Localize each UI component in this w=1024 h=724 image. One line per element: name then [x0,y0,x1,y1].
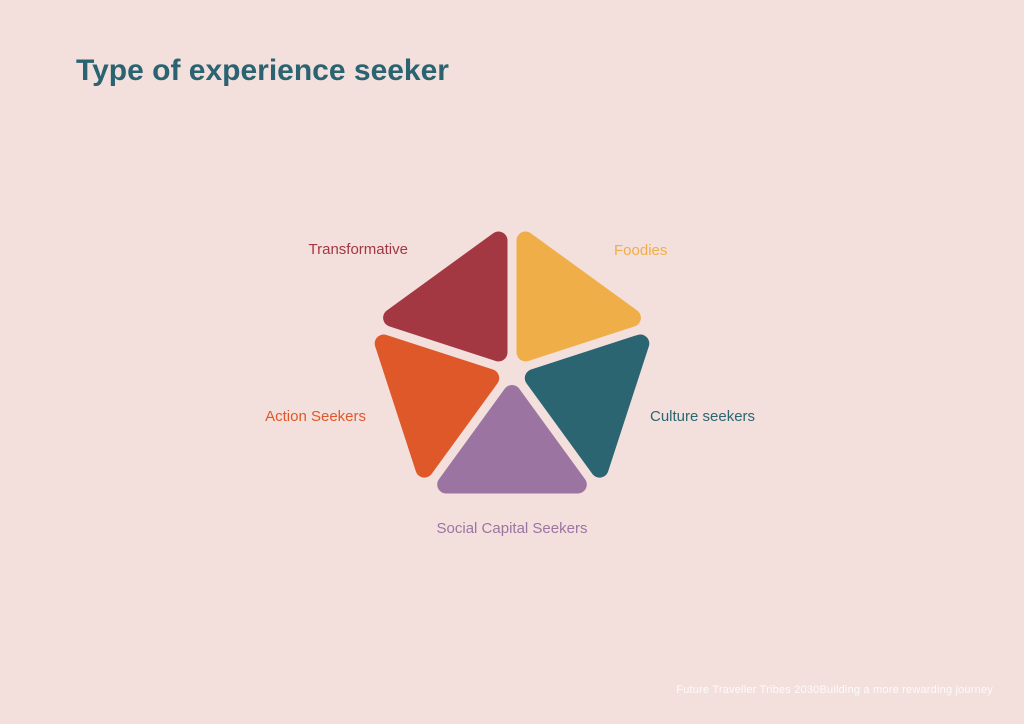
footer-report-title: Future Traveller Tribes 2030 [676,684,820,696]
label-action-seekers: Action Seekers [265,408,366,425]
segment-culture-seekers [524,334,650,478]
page-title: Type of experience seeker [76,54,449,87]
footer: Future Traveller Tribes 2030Building a m… [676,684,993,696]
footer-report-subtitle: Building a more rewarding journey [819,684,993,696]
segment-foodies [516,231,641,362]
label-foodies: Foodies [614,242,668,259]
segment-transformative [383,231,508,362]
segment-action-seekers [374,334,500,478]
label-transformative: Transformative [308,241,408,258]
label-culture-seekers: Culture seekers [650,408,756,425]
label-social-capital-seekers: Social Capital Seekers [436,520,588,537]
segment-social-capital-seekers [437,385,587,494]
